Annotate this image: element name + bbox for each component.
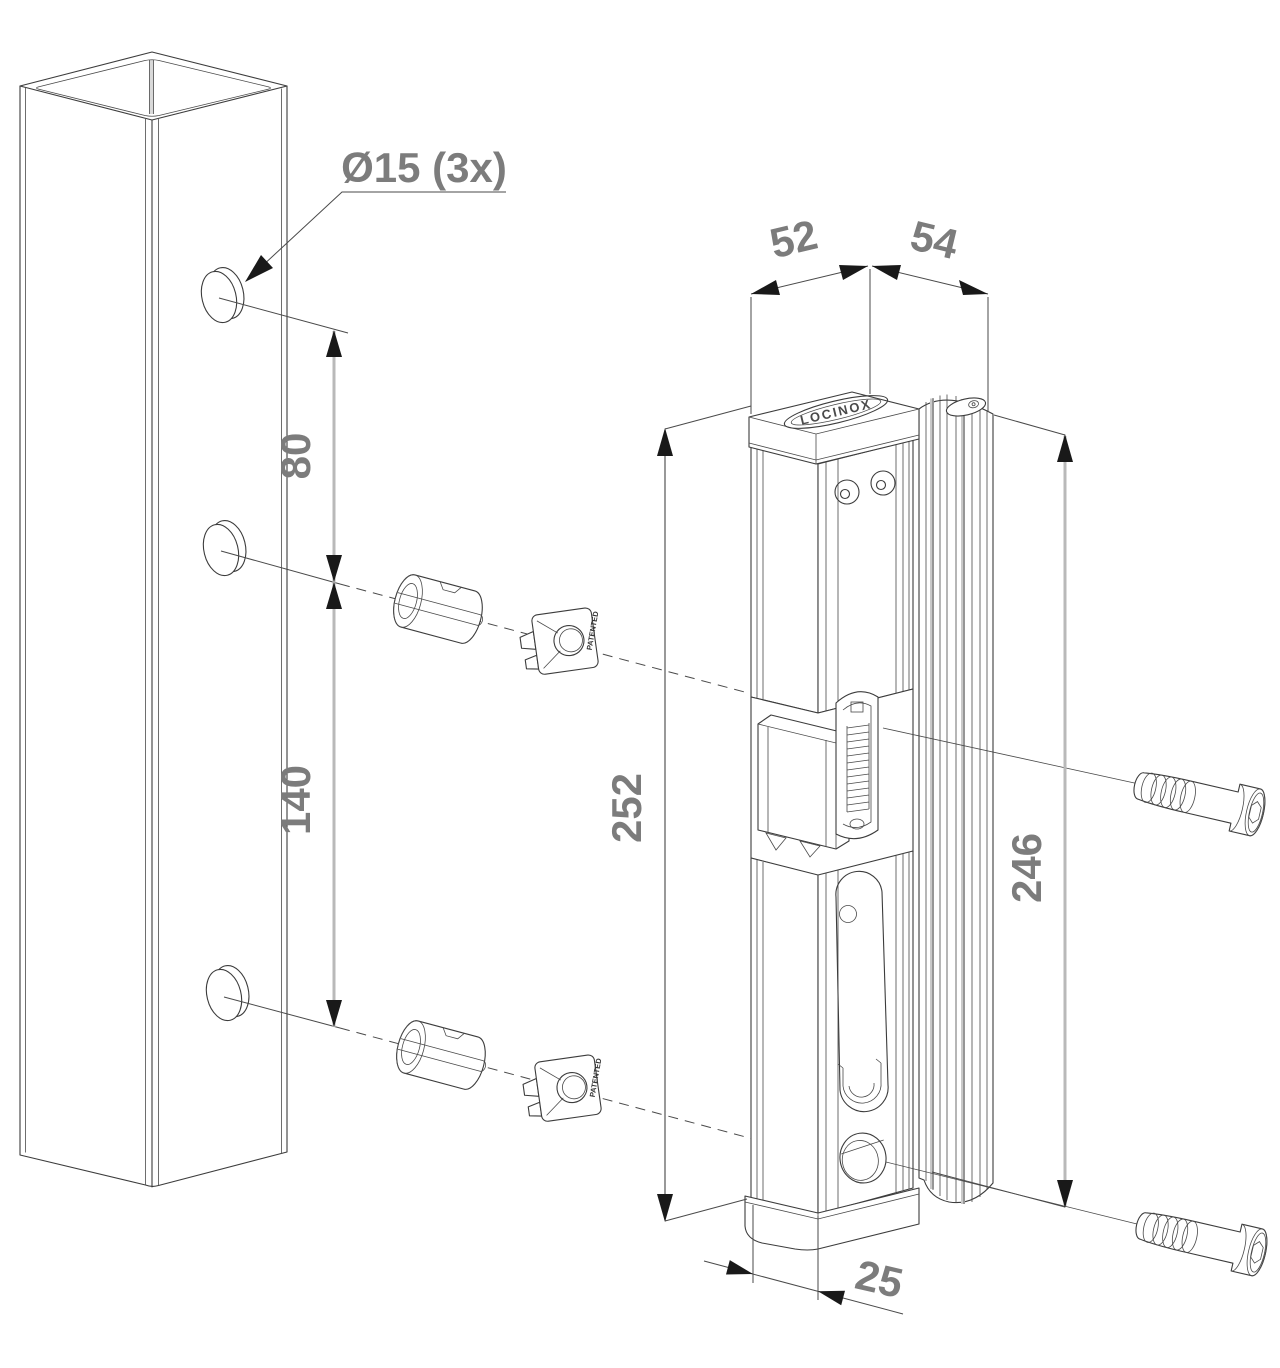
dim-80-label: 80 bbox=[272, 433, 319, 480]
dim-246-label: 246 bbox=[1003, 833, 1050, 903]
post-hole-top bbox=[200, 267, 245, 324]
bottom-hole bbox=[839, 1132, 887, 1184]
dim-252-label: 252 bbox=[603, 773, 650, 843]
lock-keep: LOCINOX bbox=[744, 391, 920, 1251]
top-cap: LOCINOX bbox=[748, 391, 920, 465]
dim-top-widths: 52 54 bbox=[750, 211, 989, 414]
dim-hole-spacing: 80 140 bbox=[272, 330, 342, 1027]
dim-profile-height: 246 bbox=[931, 414, 1073, 1208]
dim-hole-diameter: Ø15 (3x) bbox=[245, 144, 507, 282]
dim-140-label: 140 bbox=[272, 765, 319, 835]
fixing-plug-upper bbox=[393, 574, 483, 644]
fixing-plug-lower bbox=[396, 1020, 486, 1090]
hole-diameter-label: Ø15 (3x) bbox=[341, 144, 507, 191]
screw-upper bbox=[1133, 772, 1266, 837]
dim-25-label: 25 bbox=[851, 1251, 907, 1307]
dim-bottom-depth: 25 bbox=[703, 1205, 907, 1315]
post-hole-middle bbox=[202, 520, 247, 577]
oval-slot bbox=[835, 870, 889, 1113]
upper-screw-axis bbox=[882, 727, 1140, 785]
back-profile-plate bbox=[918, 394, 994, 1204]
post-hole-bottom bbox=[205, 965, 250, 1022]
dim-lock-height: 252 bbox=[603, 405, 752, 1222]
keeper-mechanism bbox=[757, 691, 879, 858]
dim-54-label: 54 bbox=[906, 212, 963, 269]
screw-lower bbox=[1135, 1212, 1268, 1277]
square-post bbox=[19, 51, 288, 1188]
dim-52-label: 52 bbox=[765, 211, 821, 268]
